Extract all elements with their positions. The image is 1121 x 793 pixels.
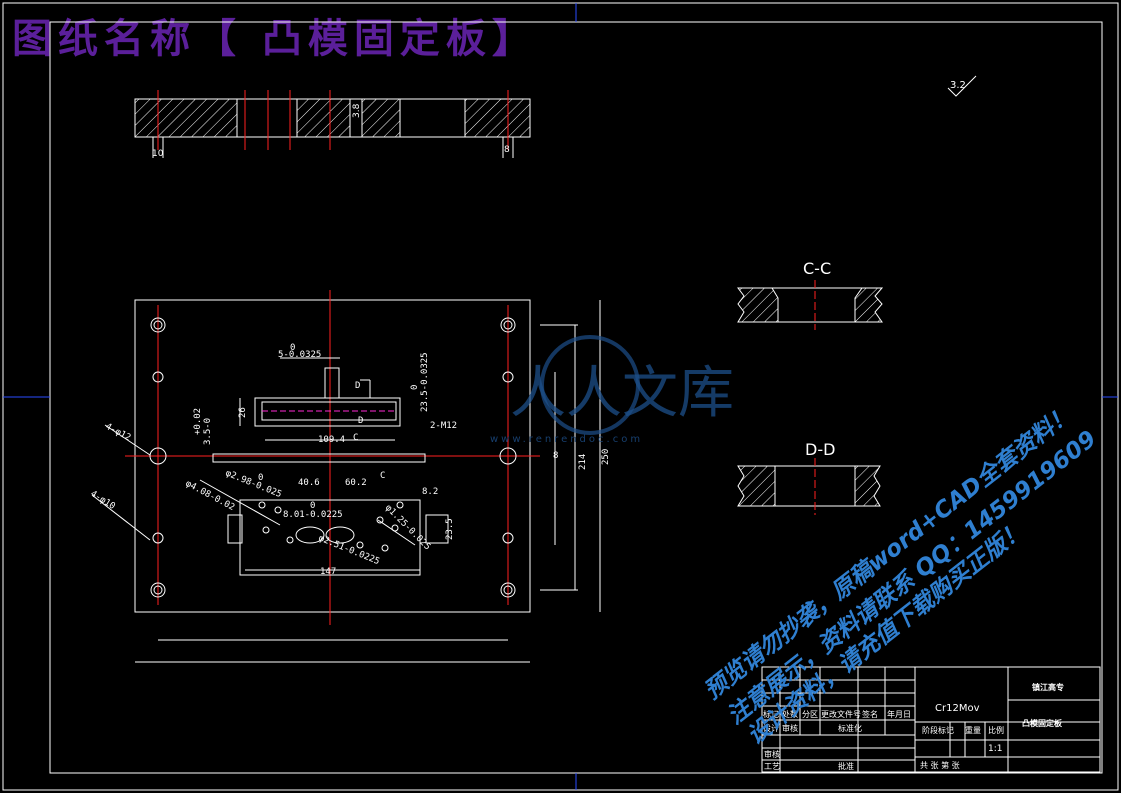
section-cutout-c xyxy=(349,98,363,138)
mounting-hole xyxy=(152,371,164,383)
header-zone: 分区 xyxy=(802,710,818,719)
section-cc: C-C xyxy=(737,259,884,330)
roughness-symbol: 3.2 xyxy=(947,75,977,97)
dim-d10: 147 xyxy=(320,567,336,577)
mounting-hole-inner xyxy=(503,585,513,595)
watermark: 人人文库 www.renrendoc.com 预览请勿抄袭，原稿word+CAD… xyxy=(490,335,1101,750)
section-cc-label: C-C xyxy=(803,259,831,278)
section-cutout-a xyxy=(236,98,298,138)
mounting-hole xyxy=(149,447,167,465)
label-d-lower: D xyxy=(358,416,363,426)
dim-d5: φ1.25-0.025 xyxy=(383,503,432,552)
dim-d11: 214 xyxy=(578,454,588,470)
dim-section-right: 8 xyxy=(504,145,510,155)
drawing-title: 图纸名称【 凸模固定板】 xyxy=(12,15,538,62)
row-weight: 重量 xyxy=(965,725,981,735)
row-stage: 阶段标记 xyxy=(922,725,954,735)
dim-section-depth: 3.8 xyxy=(352,103,362,118)
section-dd: D-D xyxy=(737,440,881,515)
watermark-site: www.renrendoc.com xyxy=(490,434,643,445)
header-mark: 标记 xyxy=(763,709,779,719)
dim-d12: 250 xyxy=(601,449,611,465)
section-view: 10 8 3.8 xyxy=(134,90,531,159)
label-c-upper: C xyxy=(353,433,358,443)
header-count: 处数 xyxy=(782,709,798,719)
dim-slot-width: 5-0.0325 xyxy=(278,350,321,360)
lower-cavity xyxy=(239,499,421,576)
dim-left-tol: +0.02 xyxy=(193,408,203,435)
title-part-name: 凸模固定板 xyxy=(1022,718,1063,728)
label-c-lower: C xyxy=(380,471,385,481)
section-cutout-b xyxy=(399,98,466,138)
mounting-hole-inner xyxy=(153,585,163,595)
dim-slot-len: 109.4 xyxy=(318,435,345,445)
row-approve: 批准 xyxy=(838,761,854,771)
mounting-hole xyxy=(499,447,517,465)
roughness-value: 3.2 xyxy=(950,80,966,91)
row-process: 工艺 xyxy=(764,762,780,771)
mounting-hole xyxy=(502,532,514,544)
dim-d4: φ2.51-0.0225 xyxy=(317,534,381,568)
row-design: 设计 xyxy=(763,723,779,733)
dim-d3: 8.01-0.0225 xyxy=(283,510,343,520)
mounting-hole-inner xyxy=(503,320,513,330)
dim-slot-height-right: 23.5-0.0325 xyxy=(420,352,430,412)
dim-d1-tol: 0 xyxy=(258,473,263,483)
dim-d9: 23.5 xyxy=(445,518,455,540)
dim-d1: φ2.98-0.025 xyxy=(224,469,283,501)
title-scale: 1:1 xyxy=(988,744,1002,754)
mounting-hole xyxy=(150,317,166,333)
oval-hole-b xyxy=(325,526,355,544)
dim-d3-tol: 0 xyxy=(310,501,315,511)
dim-d6: 40.6 xyxy=(298,478,320,488)
header-change-doc: 更改文件号 xyxy=(821,709,861,719)
row-check: 审核 xyxy=(764,749,780,759)
mounting-hole xyxy=(152,532,164,544)
dim-phi12: 4-φ12 xyxy=(104,422,133,444)
mounting-hole xyxy=(500,317,516,333)
dim-left: 3.5-0 xyxy=(203,418,213,445)
slot-tab xyxy=(324,367,340,399)
header-date: 年月日 xyxy=(887,709,911,719)
row-scale: 比例 xyxy=(988,725,1004,735)
mounting-hole-inner xyxy=(153,320,163,330)
title-sheets: 共 张 第 张 xyxy=(920,760,960,770)
watermark-line-1: 预览请勿抄袭，原稿word+CAD全套资料！ xyxy=(699,400,1078,704)
title-block xyxy=(761,666,1101,773)
section-dd-label: D-D xyxy=(805,440,835,459)
centring-marks xyxy=(3,3,1118,790)
title-school: 镇江高专 xyxy=(1032,682,1064,692)
mounting-hole xyxy=(502,371,514,383)
lower-slot xyxy=(212,453,426,463)
row-review: 审核 xyxy=(782,723,798,733)
row-standard: 标准化 xyxy=(838,723,862,733)
dim-slot-tol-right: 0 xyxy=(410,385,420,390)
dim-d8: 8.2 xyxy=(422,487,438,497)
title-material: Cr12Mov xyxy=(935,703,980,714)
dim-phi10: 4-φ10 xyxy=(88,489,116,512)
dim-slot-height: 26 xyxy=(238,407,248,418)
plan-view: 0 5-0.0325 0 23.5-0.0325 26 109.4 +0.02 … xyxy=(88,290,611,663)
mounting-hole xyxy=(150,582,166,598)
mounting-hole xyxy=(500,582,516,598)
label-d-upper: D xyxy=(355,381,360,391)
dim-d7: 60.2 xyxy=(345,478,367,488)
dim-slot-tol-top: 0 xyxy=(290,343,295,353)
header-sign: 签名 xyxy=(862,709,878,719)
oval-hole-a xyxy=(295,526,325,544)
dim-hole-m12: 2-M12 xyxy=(430,421,457,431)
section-body xyxy=(134,98,531,138)
watermark-logo: 人人文库 xyxy=(510,361,734,426)
dim-section-left: 10 xyxy=(152,149,164,159)
dim-label-8: 8 xyxy=(553,451,558,461)
